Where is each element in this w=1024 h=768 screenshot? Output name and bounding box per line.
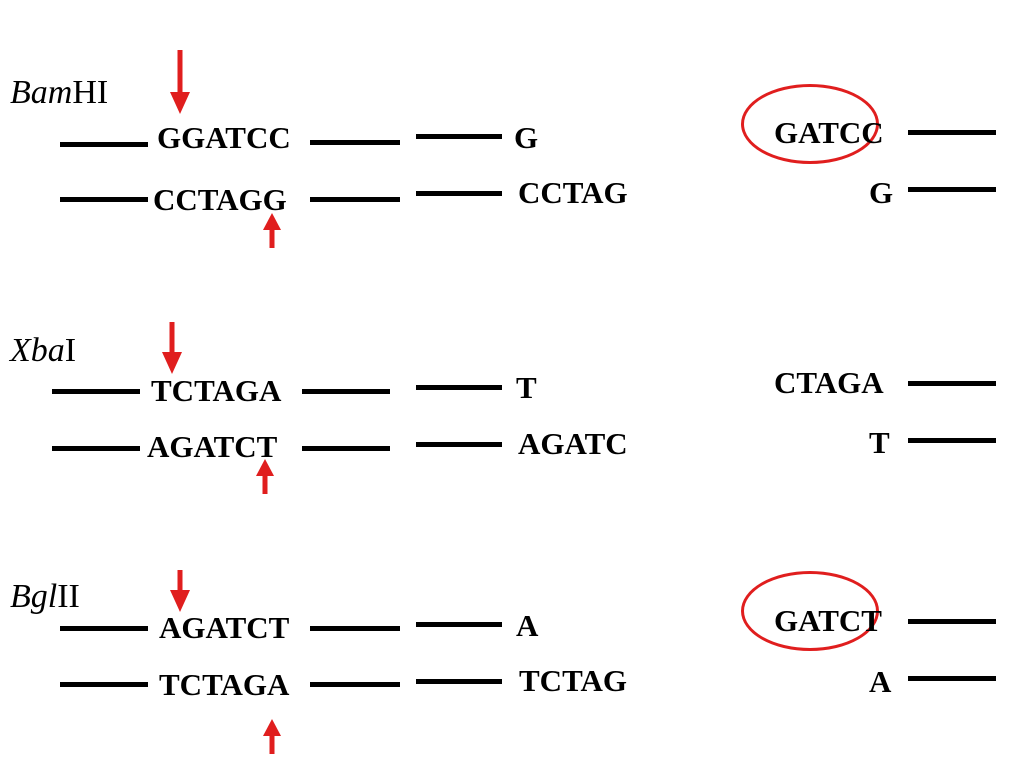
- right-fragment-top: GATCC: [774, 115, 884, 150]
- left-fragment-bottom: CCTAG: [518, 175, 628, 210]
- strand-line: [60, 142, 148, 147]
- cut-arrow-down-icon: [162, 322, 182, 374]
- site-bottom-seq: AGATCT: [147, 429, 278, 464]
- strand-line: [416, 622, 502, 627]
- strand-line: [416, 679, 502, 684]
- cut-arrow-up-icon: [256, 459, 274, 494]
- site-bottom-seq: TCTAGA: [159, 667, 290, 702]
- cut-arrow-up-icon: [263, 719, 281, 754]
- strand-line: [416, 442, 502, 447]
- strand-line: [310, 140, 400, 145]
- cut-arrow-up-icon: [263, 213, 281, 248]
- right-fragment-bottom: G: [869, 175, 894, 210]
- strand-line: [310, 626, 400, 631]
- strand-line: [908, 676, 996, 681]
- strand-line: [908, 130, 996, 135]
- strand-line: [908, 438, 996, 443]
- strand-line: [60, 626, 148, 631]
- cut-arrow-down-icon: [170, 570, 190, 612]
- strand-line: [908, 187, 996, 192]
- left-fragment-top: A: [516, 608, 539, 643]
- enzyme-name-bglii: BglII: [10, 578, 80, 615]
- site-bottom-seq: CCTAGG: [153, 182, 287, 217]
- right-fragment-bottom: T: [869, 425, 890, 460]
- left-fragment-bottom: AGATC: [518, 426, 628, 461]
- strand-line: [310, 682, 400, 687]
- right-fragment-top: CTAGA: [774, 365, 884, 400]
- site-top-seq: TCTAGA: [151, 373, 282, 408]
- strand-line: [416, 191, 502, 196]
- right-fragment-top: GATCT: [774, 603, 882, 638]
- left-fragment-top: G: [514, 120, 539, 155]
- strand-line: [908, 619, 996, 624]
- left-fragment-top: T: [516, 370, 537, 405]
- strand-line: [302, 389, 390, 394]
- strand-line: [60, 197, 148, 202]
- site-top-seq: GGATCC: [157, 120, 291, 155]
- strand-line: [416, 134, 502, 139]
- strand-line: [52, 446, 140, 451]
- left-fragment-bottom: TCTAG: [519, 663, 627, 698]
- strand-line: [52, 389, 140, 394]
- strand-line: [416, 385, 502, 390]
- right-fragment-bottom: A: [869, 664, 892, 699]
- site-top-seq: AGATCT: [159, 610, 290, 645]
- strand-line: [302, 446, 390, 451]
- strand-line: [908, 381, 996, 386]
- enzyme-name-xbai: XbaI: [10, 332, 77, 369]
- enzyme-name-bamhi: BamHI: [10, 74, 109, 111]
- sticky-end-highlight: [741, 84, 879, 164]
- strand-line: [310, 197, 400, 202]
- strand-line: [60, 682, 148, 687]
- cut-arrow-down-icon: [170, 50, 190, 114]
- sticky-end-highlight: [741, 571, 879, 651]
